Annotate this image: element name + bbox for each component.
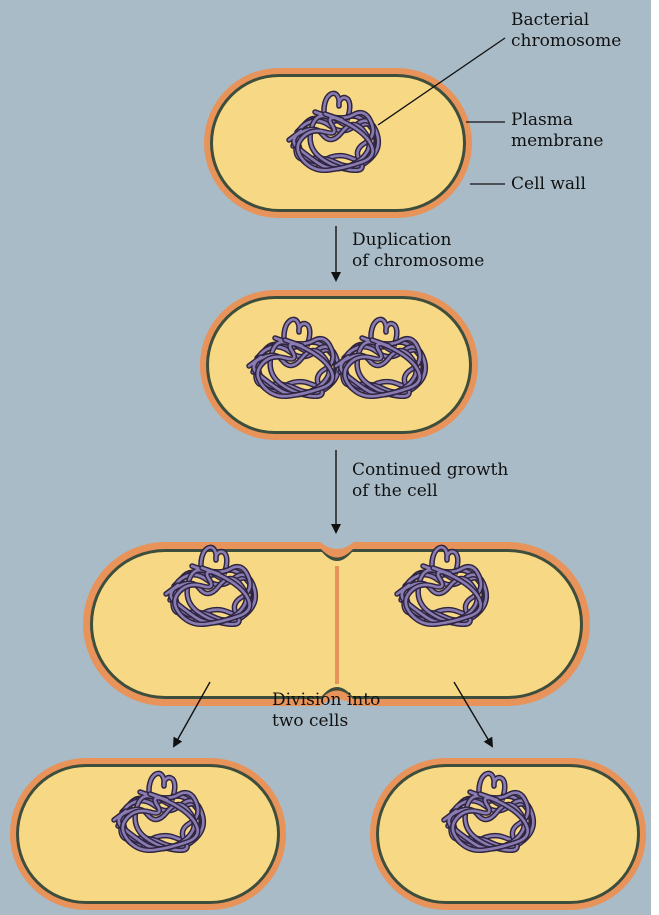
label-continued-growth: Continued growth of the cell — [352, 460, 508, 502]
daughter-cell-right — [370, 758, 646, 910]
label-division: Division into two cells — [272, 690, 380, 732]
label-bacterial-chromosome: Bacterial chromosome — [511, 10, 621, 52]
cytoplasm — [379, 767, 637, 901]
cell-duplicated-chromosome — [200, 290, 478, 440]
cell-elongated-dividing — [83, 542, 590, 706]
daughter-cell-left — [10, 758, 286, 910]
label-plasma-membrane: Plasma membrane — [511, 110, 603, 152]
label-cell-wall: Cell wall — [511, 174, 586, 195]
cell-initial — [204, 68, 472, 218]
label-duplication: Duplication of chromosome — [352, 230, 484, 272]
